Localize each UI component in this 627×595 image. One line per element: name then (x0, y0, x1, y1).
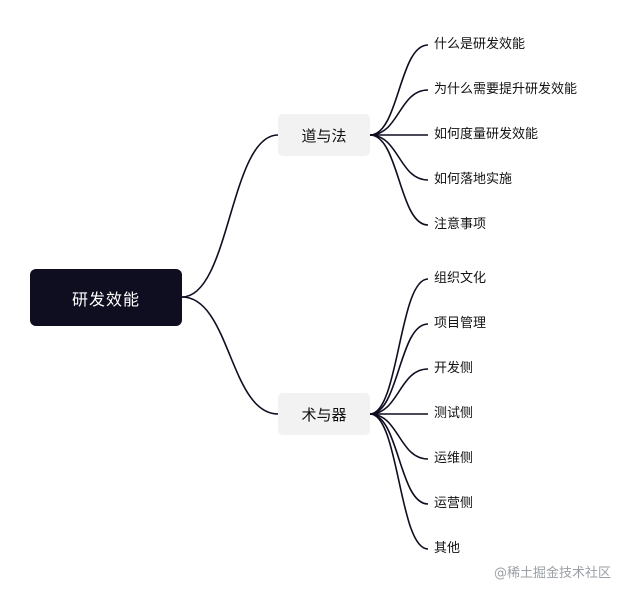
watermark: @稀土掘金技术社区 (493, 566, 611, 581)
root-node-label: 研发效能 (71, 289, 140, 309)
leaf-node: 注意事项 (434, 217, 487, 232)
leaf-node: 测试侧 (434, 406, 474, 421)
root-node: 研发效能 (30, 269, 182, 326)
connector-branch-to-leaf (369, 89, 429, 136)
connector-branch-to-leaf (369, 44, 429, 136)
branch-node-label: 道与法 (301, 126, 347, 145)
connector-branch-to-leaf (369, 134, 429, 181)
connector-branch-to-leaf (369, 413, 429, 460)
leaf-node: 如何落地实施 (434, 172, 513, 187)
connector-branch-to-leaf (369, 278, 429, 415)
leaf-node: 组织文化 (434, 271, 487, 286)
leaf-node: 运营侧 (434, 496, 474, 511)
connector-branch-to-leaf (369, 413, 429, 550)
connector-root-to-dao-yu-fa (181, 134, 279, 298)
branch-node-dao-yu-fa: 道与法 (278, 114, 370, 156)
connector-branch-to-leaf (369, 323, 429, 415)
branch-node-shu-yu-qi: 术与器 (278, 393, 370, 435)
leaf-node: 开发侧 (434, 361, 474, 376)
branch-node-label: 术与器 (301, 405, 347, 424)
leaf-node: 什么是研发效能 (434, 37, 526, 52)
leaf-node: 其他 (434, 541, 461, 556)
connector-branch-to-leaf (369, 413, 429, 505)
leaf-node: 为什么需要提升研发效能 (434, 82, 578, 97)
connector-root-to-shu-yu-qi (181, 296, 279, 415)
connector-branch-to-leaf (369, 368, 429, 415)
leaf-node: 如何度量研发效能 (434, 127, 539, 142)
leaf-node: 运维侧 (434, 451, 474, 466)
leaf-node: 项目管理 (434, 316, 487, 331)
connector-branch-to-leaf (369, 134, 429, 226)
